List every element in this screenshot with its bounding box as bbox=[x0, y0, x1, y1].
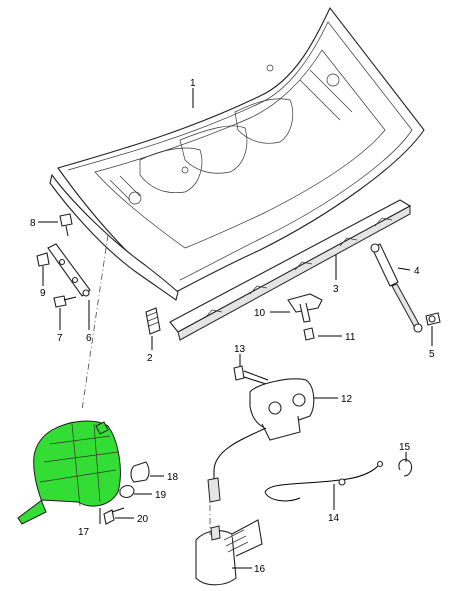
part-13-bolt bbox=[233, 365, 269, 385]
callout-13: 13 bbox=[234, 344, 246, 355]
callout-15: 15 bbox=[399, 442, 411, 453]
part-12-lock bbox=[249, 378, 315, 441]
part-2-buffer bbox=[145, 307, 161, 335]
callout-8: 8 bbox=[30, 218, 36, 229]
part-8-screw bbox=[59, 213, 73, 237]
reference-lines bbox=[81, 234, 211, 535]
callout-4: 4 bbox=[414, 266, 420, 277]
callout-labels: 1 2 3 4 5 6 7 8 9 10 11 12 13 14 15 16 1… bbox=[30, 78, 435, 575]
part-19-grommet bbox=[119, 484, 135, 499]
part-10-striker bbox=[287, 293, 323, 323]
part-16-release-lever bbox=[195, 519, 263, 586]
part-11-screw bbox=[303, 327, 315, 341]
callout-5: 5 bbox=[429, 349, 435, 360]
part-17-highlighted-bracket bbox=[17, 420, 121, 525]
part-3-seal-strip bbox=[169, 199, 412, 341]
part-14-cable bbox=[207, 427, 384, 503]
part-18-cap bbox=[130, 461, 150, 483]
callout-1: 1 bbox=[190, 78, 196, 89]
part-9-cap bbox=[36, 252, 50, 267]
callout-17: 17 bbox=[78, 527, 90, 538]
callout-14: 14 bbox=[328, 513, 340, 524]
callout-20: 20 bbox=[137, 514, 149, 525]
part-15-clip bbox=[398, 459, 413, 477]
part-1-rear-lid bbox=[49, 6, 425, 301]
part-20-screw bbox=[103, 507, 125, 525]
part-5-ball-stud bbox=[425, 312, 441, 326]
callout-18: 18 bbox=[167, 472, 179, 483]
callout-9: 9 bbox=[40, 288, 46, 299]
callout-16: 16 bbox=[254, 564, 266, 575]
callout-11: 11 bbox=[345, 332, 356, 343]
part-6-hinge-bracket bbox=[47, 243, 91, 297]
callout-3: 3 bbox=[333, 284, 339, 295]
callout-12: 12 bbox=[341, 394, 353, 405]
callout-19: 19 bbox=[155, 490, 167, 501]
callout-6: 6 bbox=[86, 333, 92, 344]
leader-lines bbox=[38, 88, 433, 569]
callout-10: 10 bbox=[254, 308, 266, 319]
part-7-bolt bbox=[53, 295, 77, 308]
part-4-gas-strut bbox=[370, 243, 423, 333]
callout-2: 2 bbox=[147, 353, 153, 364]
callout-7: 7 bbox=[57, 333, 63, 344]
